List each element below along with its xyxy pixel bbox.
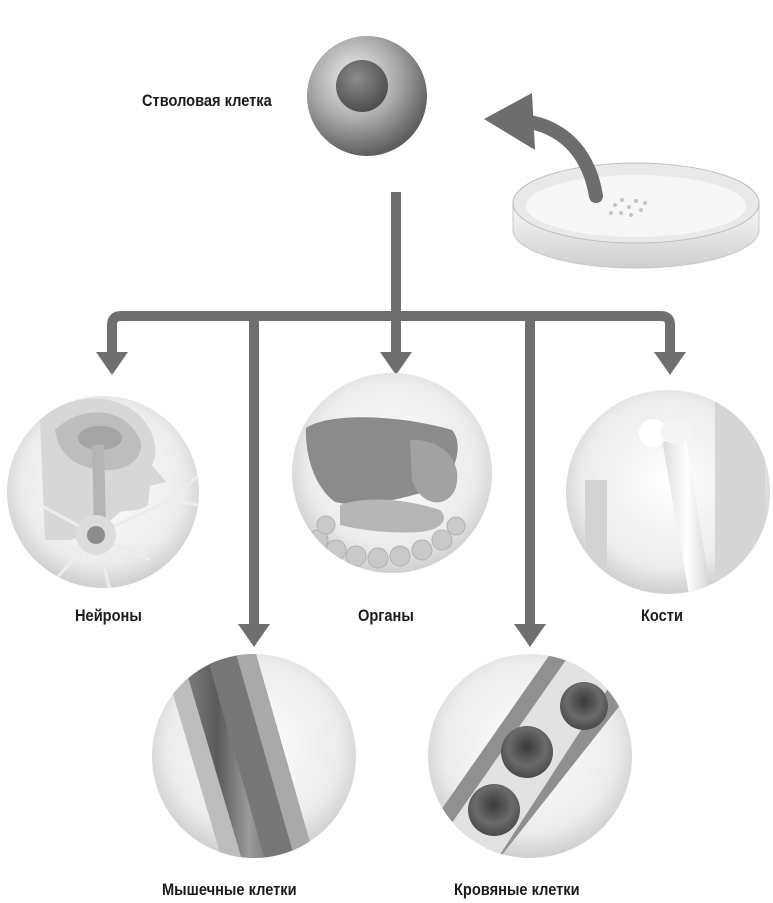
- stem-cell-illustration: [307, 36, 427, 156]
- muscle-cells-label: Мышечные клетки: [162, 880, 297, 900]
- blood-vessel-illustration: [420, 640, 640, 870]
- stem-cell-label: Стволовая клетка: [142, 91, 272, 111]
- neurons-label: Нейроны: [75, 606, 142, 626]
- muscle-illustration: [152, 650, 356, 870]
- organs-illustration: [292, 373, 492, 573]
- petri-dish-icon: [513, 163, 759, 268]
- bones-label: Кости: [641, 606, 683, 626]
- blood-cells-label: Кровяные клетки: [454, 880, 580, 900]
- bone-illustration: [566, 390, 770, 600]
- neuron-illustration: [7, 396, 205, 590]
- organs-label: Органы: [358, 606, 414, 626]
